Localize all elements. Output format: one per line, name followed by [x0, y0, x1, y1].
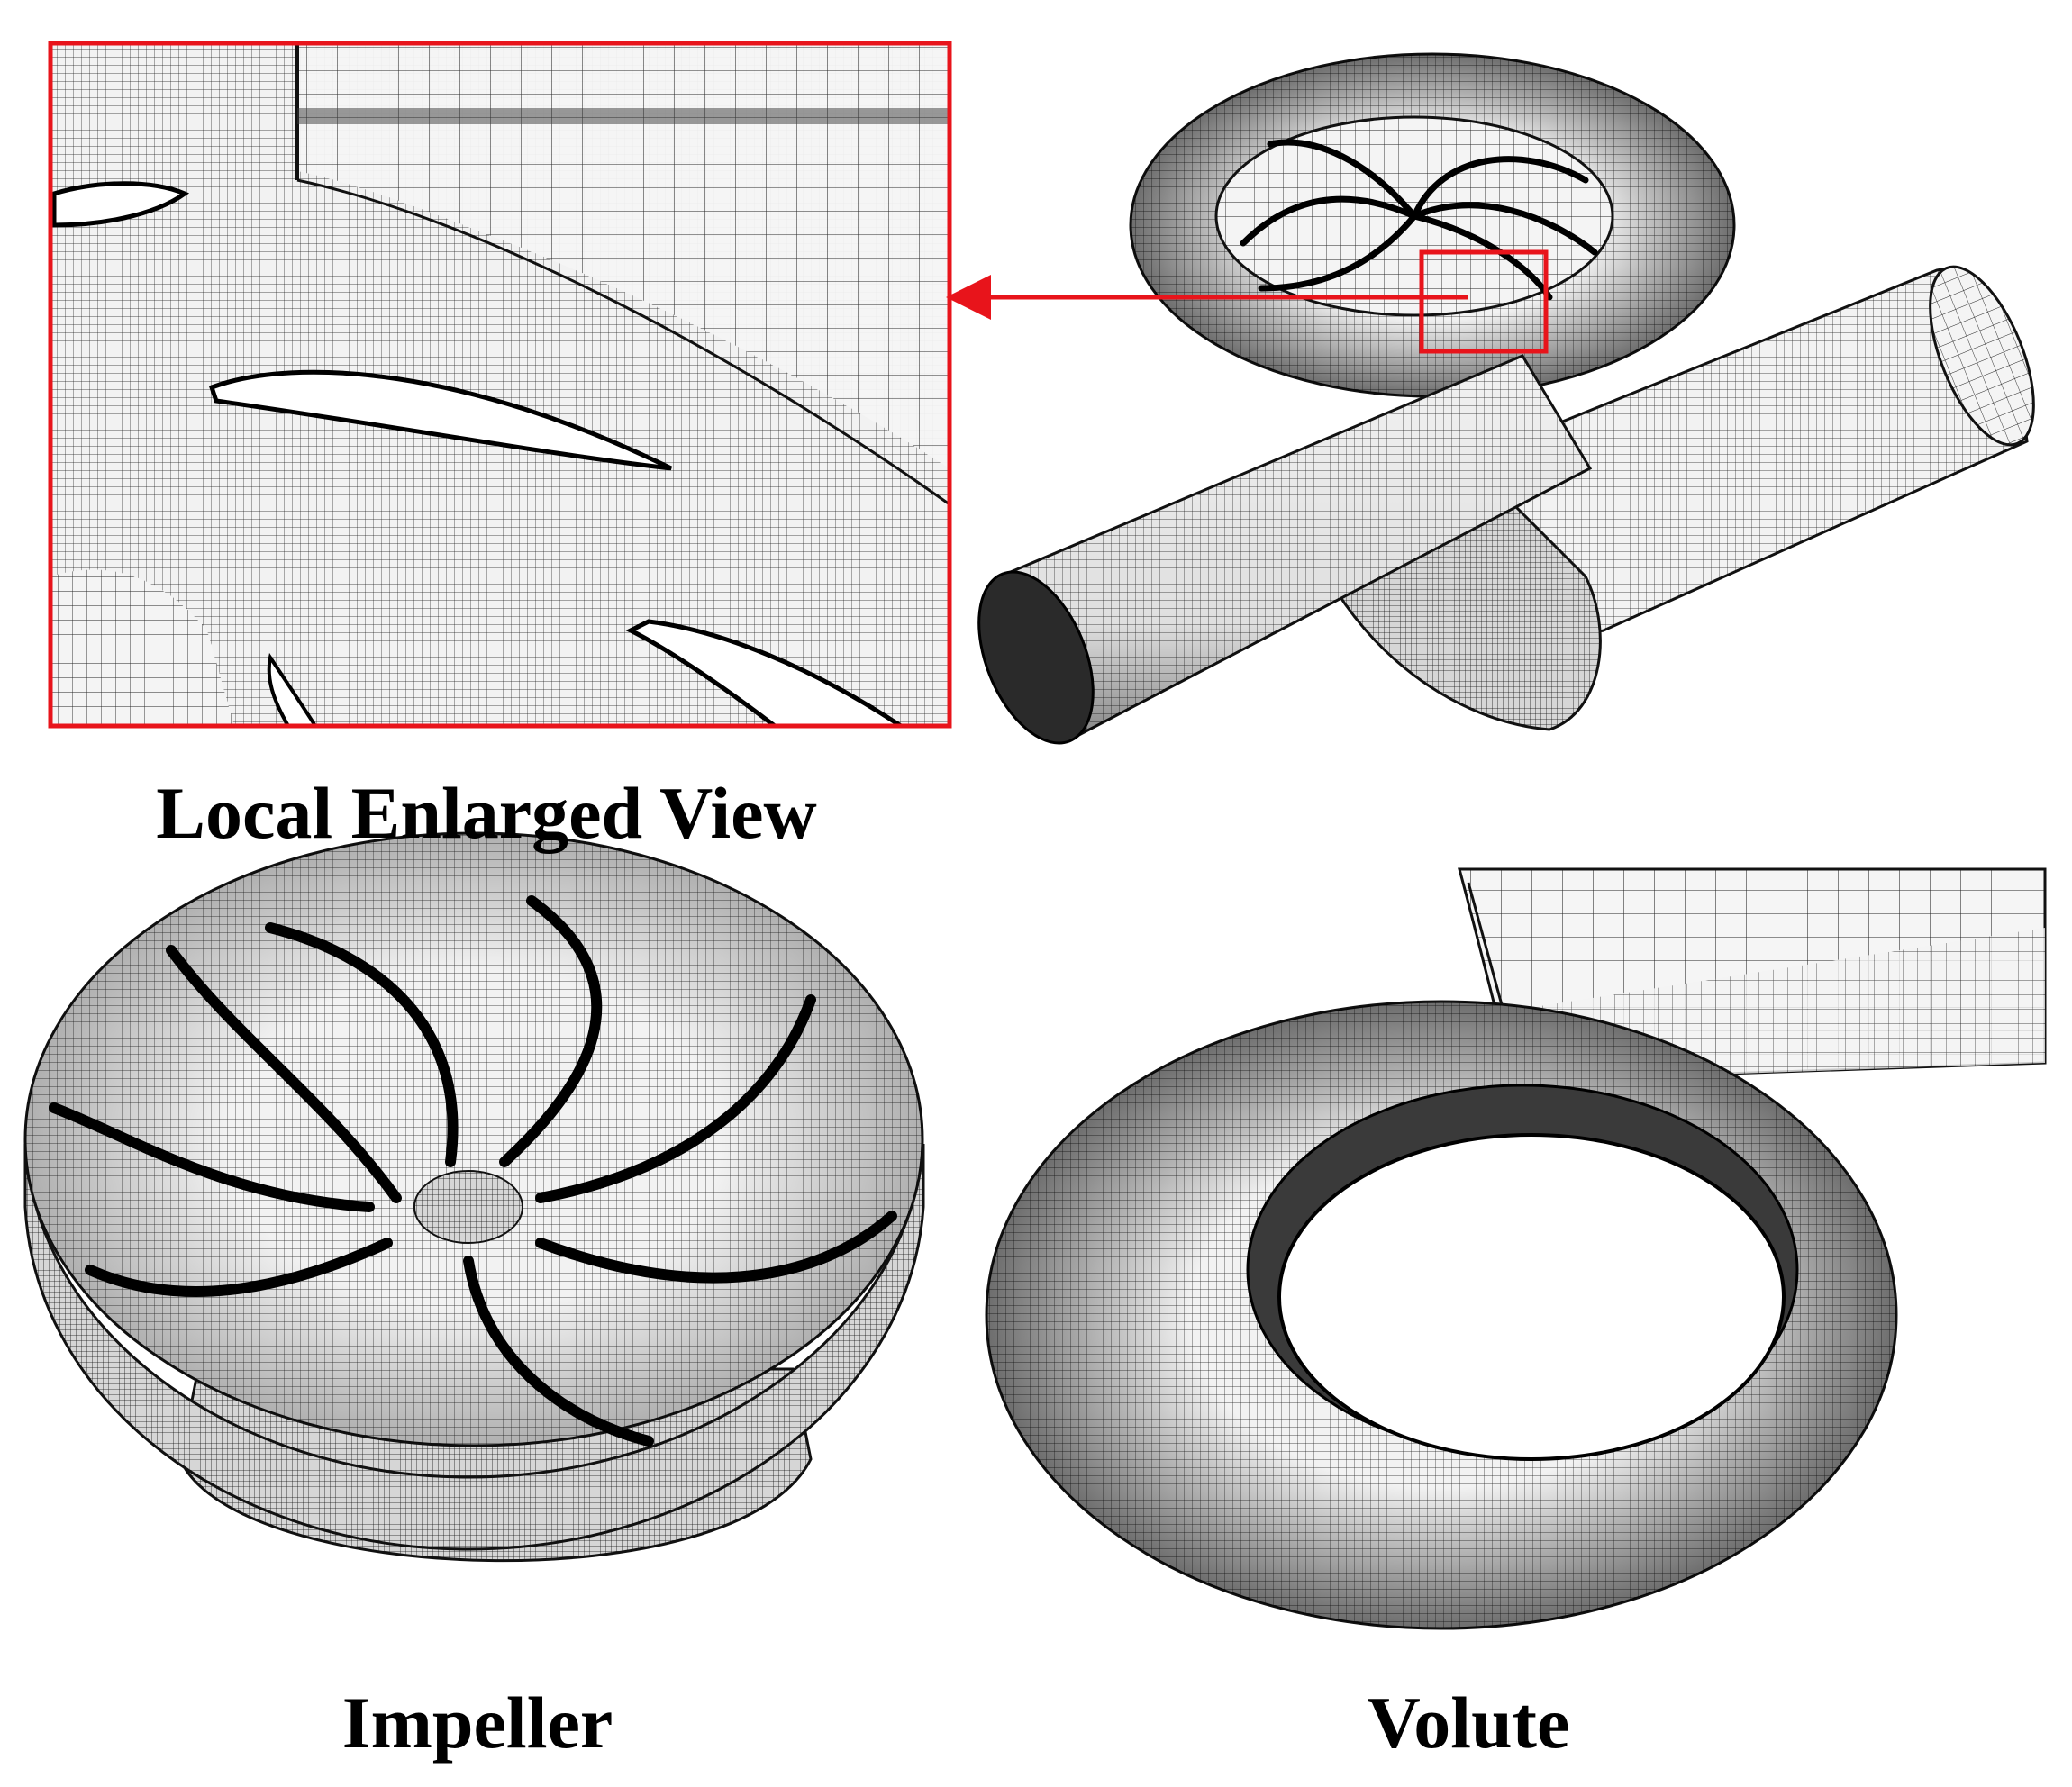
local-enlarged-view: [48, 41, 952, 729]
zoom-frame: [48, 41, 952, 729]
volute-mesh: [985, 867, 2047, 1630]
impeller-mesh: [23, 831, 925, 1562]
caption-impeller: Impeller: [341, 1682, 613, 1764]
highlight-box: [1419, 249, 1549, 354]
pump-assembly: [946, 52, 2035, 745]
caption-volute: Volute: [1367, 1682, 1570, 1764]
caption-local-enlarged-view: Local Enlarged View: [156, 772, 817, 854]
